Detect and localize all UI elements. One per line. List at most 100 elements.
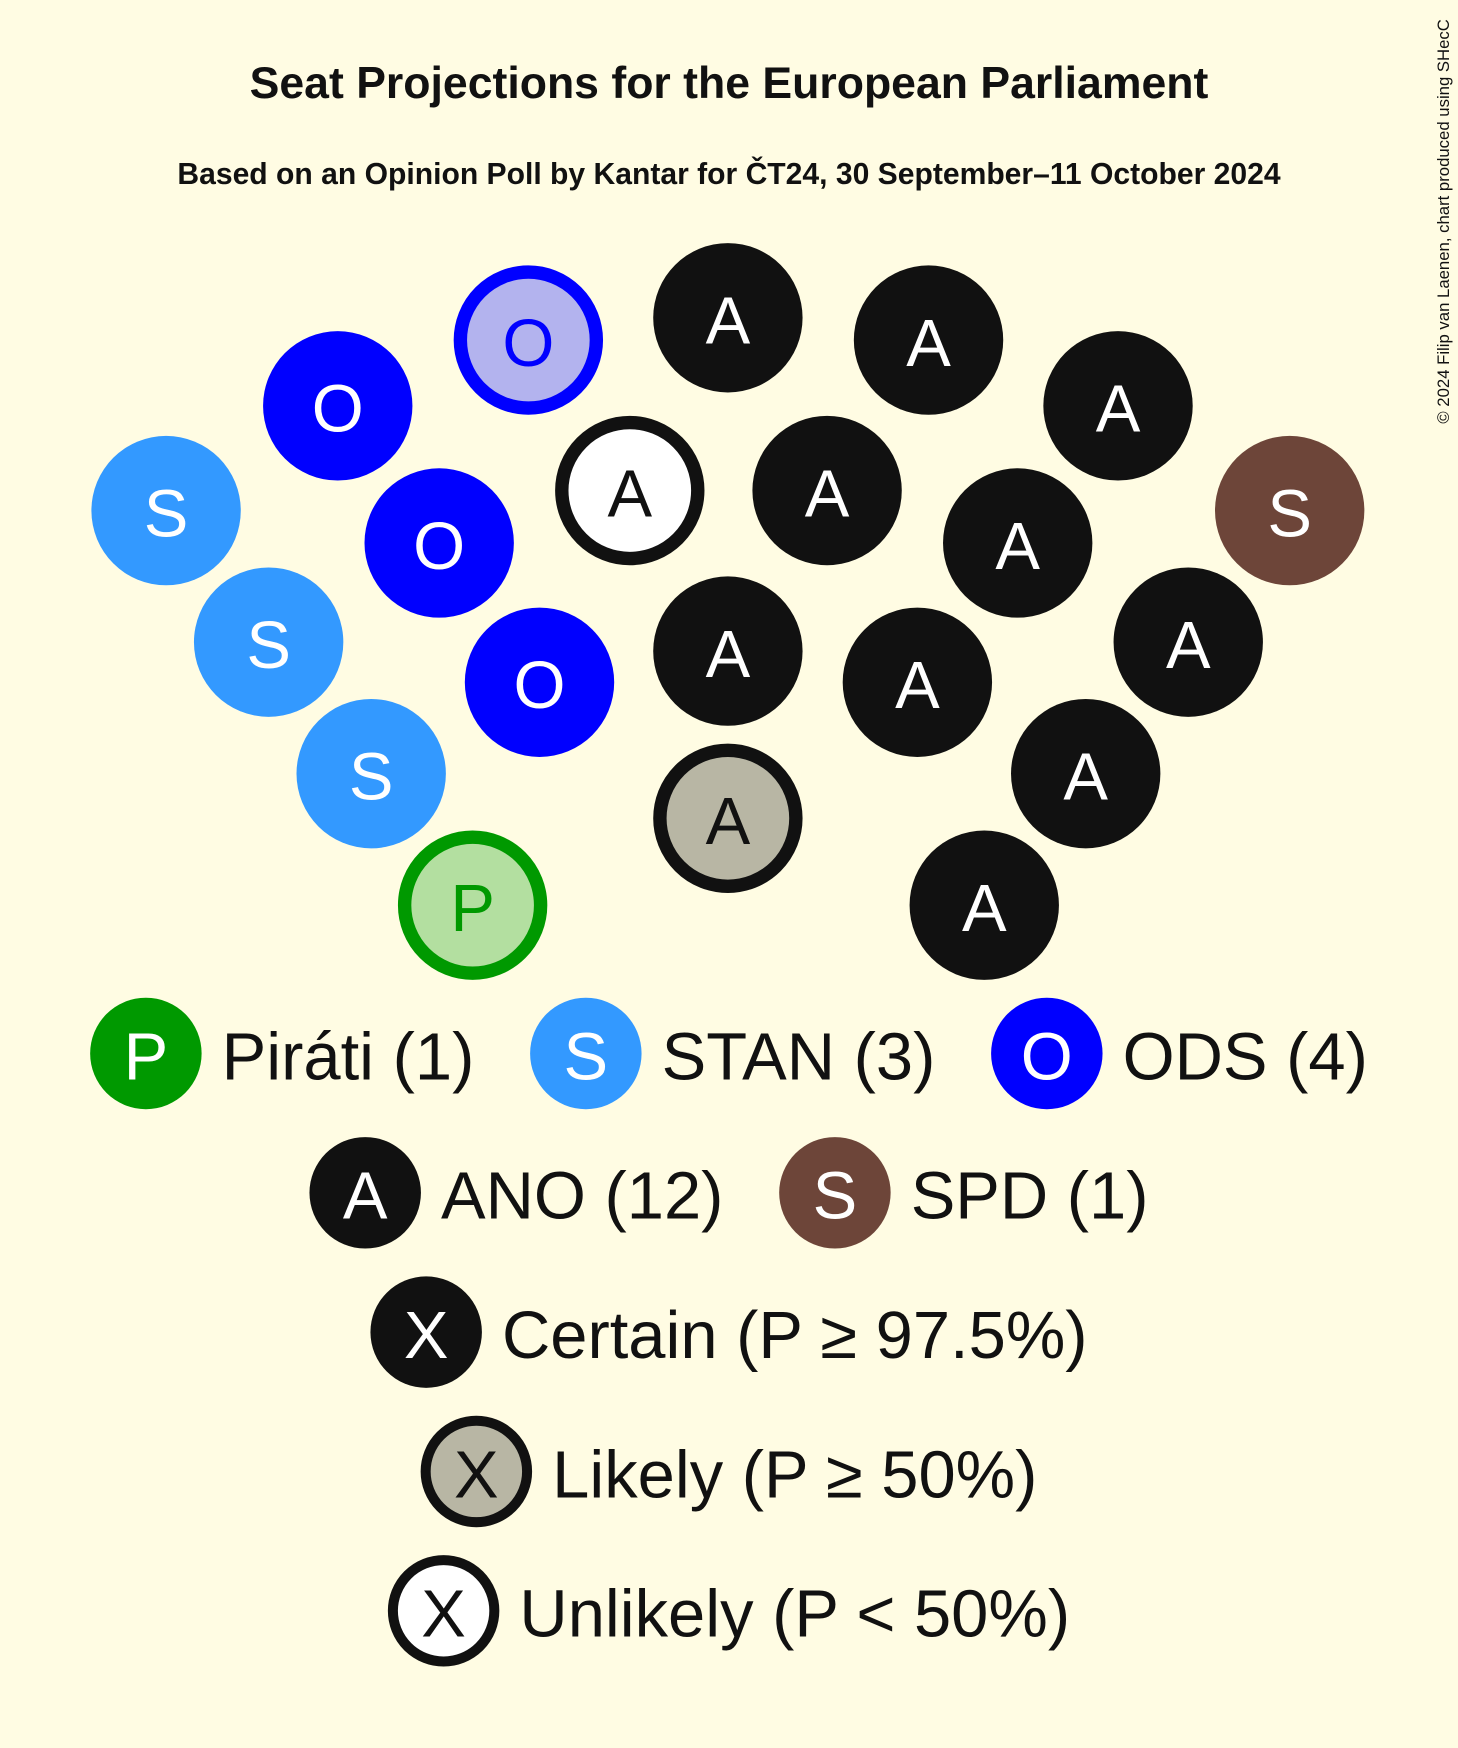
legend-marker-likely: X <box>420 1415 533 1528</box>
seat-letter: S <box>813 1159 858 1234</box>
seat-circle <box>364 468 514 618</box>
legend-row: A ANO (12) S SPD (1) <box>309 1137 1149 1249</box>
seat-circle <box>943 468 1093 618</box>
legend-item: A ANO (12) <box>309 1137 723 1249</box>
legend-marker-spd: S <box>779 1137 891 1249</box>
seat-letter: S <box>349 740 394 815</box>
seat-circle <box>653 743 803 893</box>
legend-item: S STAN (3) <box>530 997 936 1110</box>
seat-circle <box>653 243 803 393</box>
seat-ano: A <box>853 265 1004 415</box>
seat-ano: A <box>555 415 705 566</box>
seat-letter: A <box>805 456 850 531</box>
legend-label: STAN (3) <box>662 1019 936 1094</box>
seat-pirti: P <box>397 830 548 980</box>
seat-letter: A <box>895 648 940 723</box>
legend-marker-pirti: P <box>90 997 202 1110</box>
legend-row: X Unlikely (P < 50%) <box>387 1555 1070 1667</box>
seat-ano: A <box>752 415 902 566</box>
seat-stan: S <box>296 698 446 849</box>
seat-circle <box>530 997 642 1110</box>
seat-circle <box>370 1276 482 1388</box>
seat-letter: P <box>124 1019 169 1094</box>
seat-ano: A <box>1011 698 1161 849</box>
seat-letter: A <box>906 306 951 381</box>
seat-circle <box>387 1555 500 1667</box>
seat-circle <box>90 997 202 1110</box>
seat-ano: A <box>653 743 803 893</box>
seat-ods: O <box>453 265 604 415</box>
legend-label: Piráti (1) <box>222 1019 475 1094</box>
seat-letter: S <box>246 608 291 683</box>
seat-ano: A <box>1113 567 1263 717</box>
seat-circle <box>91 435 241 586</box>
seat-circle <box>420 1415 533 1528</box>
seat-letter: X <box>454 1437 499 1512</box>
seat-stan: S <box>91 435 241 586</box>
seat-circle <box>1011 698 1161 849</box>
legend-marker-ods: O <box>991 997 1103 1110</box>
seat-letter: O <box>513 648 565 723</box>
seat-circle <box>842 607 993 757</box>
legend-label: ANO (12) <box>441 1159 723 1234</box>
legend-marker-certain: X <box>370 1276 482 1388</box>
seat-letter: S <box>564 1019 609 1094</box>
legend-label-unlikely: Unlikely (P < 50%) <box>519 1577 1070 1652</box>
seat-ods: O <box>263 331 413 481</box>
seat-circle <box>1215 435 1365 586</box>
legend-label-certain: Certain (P ≥ 97.5%) <box>502 1298 1088 1373</box>
seat-ano: A <box>1043 331 1193 481</box>
seat-circle <box>779 1137 891 1249</box>
seat-letter: S <box>144 476 189 551</box>
seat-ano: A <box>909 830 1059 980</box>
seat-letter: X <box>404 1298 449 1373</box>
seat-letter: O <box>1021 1019 1073 1094</box>
seat-ods: O <box>464 607 615 757</box>
legend-item: X Certain (P ≥ 97.5%) <box>370 1276 1088 1388</box>
legend-row: X Certain (P ≥ 97.5%) <box>370 1276 1088 1388</box>
legend-marker-unlikely: X <box>387 1555 500 1667</box>
seat-circle <box>1043 331 1193 481</box>
seat-letter: A <box>706 617 751 692</box>
seat-circle <box>397 830 548 980</box>
legend-label: SPD (1) <box>911 1159 1149 1234</box>
seat-circle <box>464 607 615 757</box>
seat-letter: A <box>1063 740 1108 815</box>
legend-marker-ano: A <box>309 1137 421 1249</box>
seat-circle <box>263 331 413 481</box>
seat-spd: S <box>1215 435 1365 586</box>
seat-circle <box>909 830 1059 980</box>
seat-letter: O <box>413 509 465 584</box>
seat-ano: A <box>653 576 803 726</box>
legend-item: P Piráti (1) <box>90 997 475 1110</box>
seat-letter: S <box>1267 476 1312 551</box>
seat-circle <box>853 265 1004 415</box>
legend-marker-stan: S <box>530 997 642 1110</box>
seat-circle <box>193 567 344 717</box>
seat-stan: S <box>193 567 344 717</box>
seat-ods: O <box>364 468 514 618</box>
legend-item: S SPD (1) <box>779 1137 1149 1249</box>
seat-circle <box>991 997 1103 1110</box>
seat-letter: O <box>502 306 554 381</box>
seat-circle <box>296 698 446 849</box>
chart-title: Seat Projections for the European Parlia… <box>250 59 1209 108</box>
seat-circle <box>309 1137 421 1249</box>
legend-item: X Unlikely (P < 50%) <box>387 1555 1070 1667</box>
seat-letter: A <box>1166 608 1211 683</box>
seat-circle <box>555 415 705 566</box>
seat-circle <box>653 576 803 726</box>
seat-letter: A <box>962 871 1007 946</box>
seat-letter: A <box>706 784 751 859</box>
seat-circle <box>1113 567 1263 717</box>
seat-ano: A <box>842 607 993 757</box>
seat-letter: O <box>312 372 364 447</box>
seat-letter: A <box>607 456 652 531</box>
